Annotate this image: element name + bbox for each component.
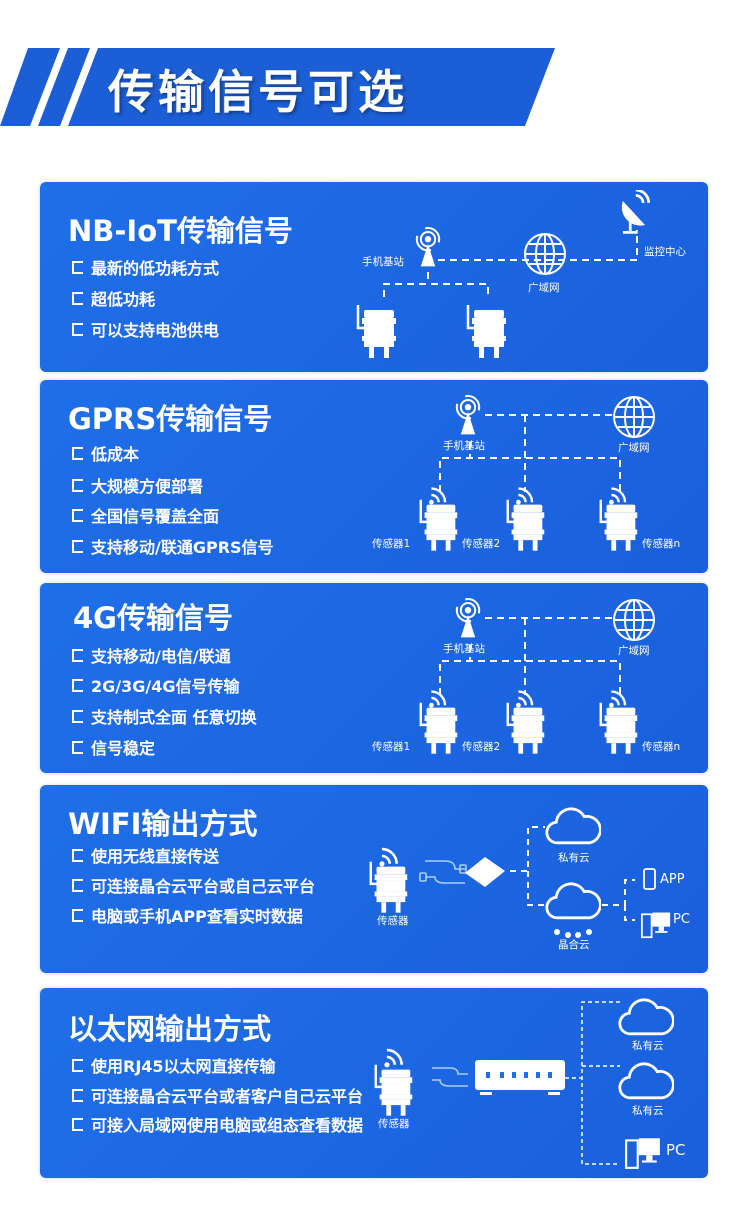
phone-icon <box>643 868 656 890</box>
header-banner <box>0 48 555 126</box>
globe-label: 广域网 <box>618 645 650 657</box>
tower-label: 手机基站 <box>362 256 404 268</box>
card-gprs: GPRS传输信号 低成本 大规模方便部署 全国信号覆盖全面 支持移动/联通GPR… <box>40 380 708 573</box>
feature-item: 信号稳定 <box>72 735 155 759</box>
sensor-label: 传感器 <box>377 915 409 927</box>
card-title: GPRS传输信号 <box>68 402 273 436</box>
sensor-icon <box>466 303 508 360</box>
globe-icon <box>613 396 655 438</box>
wifi-icon <box>427 690 447 709</box>
sensor-label: 传感器1 <box>372 538 411 550</box>
monitor-label: 监控中心 <box>644 246 686 258</box>
card-title: 以太网输出方式 <box>68 1012 272 1046</box>
sensor-icon <box>599 498 639 552</box>
feature-item: 2G/3G/4G信号传输 <box>72 673 240 697</box>
feature-item: 低成本 <box>72 441 139 465</box>
globe-icon <box>613 599 655 641</box>
sensor-label: 传感器n <box>642 538 681 550</box>
feature-item: 支持移动/联通GPRS信号 <box>72 534 274 558</box>
sensor-icon <box>369 860 409 914</box>
network-diagram <box>369 807 672 939</box>
globe-label: 广域网 <box>528 282 560 294</box>
app-label: APP <box>660 872 685 887</box>
feature-item: 全国信号覆盖全面 <box>72 503 219 527</box>
card-4g: 4G传输信号 支持移动/电信/联通 2G/3G/4G信号传输 支持制式全面 任意… <box>40 583 708 773</box>
card-ethernet: 以太网输出方式 使用RJ45以太网直接传输 可连接晶合云平台或者客户自己云平台 … <box>40 988 708 1178</box>
jinghe-cloud-label: 晶合云 <box>558 939 590 951</box>
card-nbiot: NB-IoT传输信号 最新的低功耗方式 超低功耗 可以支持电池供电 手机基站 广… <box>40 182 708 372</box>
plug-icon <box>432 1067 468 1087</box>
cell-tower-icon <box>455 395 481 436</box>
feature-item: 支持移动/电信/联通 <box>72 643 231 667</box>
cloud-icon <box>618 1062 674 1100</box>
pc-label: PC <box>673 912 690 927</box>
ethernet-switch-icon <box>475 1060 565 1095</box>
satellite-icon <box>620 190 651 234</box>
wifi-icon <box>514 487 534 506</box>
feature-item: 可连接晶合云平台或者客户自己云平台 <box>72 1083 363 1107</box>
network-diagram <box>356 190 651 360</box>
network-diagram <box>419 598 655 755</box>
card-title: WIFI输出方式 <box>68 807 258 841</box>
page-title: 传输信号可选 <box>108 65 408 119</box>
wifi-icon <box>378 847 398 868</box>
network-diagram <box>419 395 655 552</box>
sensor-label: 传感器2 <box>462 538 501 550</box>
sensor-icon <box>599 701 639 755</box>
cloud-icon <box>545 882 601 920</box>
wifi-icon <box>383 1048 403 1069</box>
card-title: NB-IoT传输信号 <box>68 214 293 248</box>
card-title: 4G传输信号 <box>73 601 233 635</box>
private-cloud-label: 私有云 <box>632 1040 664 1052</box>
pc-label: PC <box>666 1141 686 1159</box>
cloud-icon <box>618 998 674 1036</box>
cloud-icon <box>545 807 601 845</box>
cell-tower-icon <box>455 598 481 639</box>
sensor-icon <box>419 701 459 755</box>
sensor-label: 传感器2 <box>462 741 501 753</box>
feature-item: 可连接晶合云平台或自己云平台 <box>72 873 315 897</box>
wifi-icon <box>607 487 627 506</box>
sensor-icon <box>356 303 398 360</box>
tower-label: 手机基站 <box>443 643 485 655</box>
private-cloud-label: 私有云 <box>632 1105 664 1117</box>
feature-item: 可以支持电池供电 <box>72 317 219 341</box>
wifi-icon <box>607 690 627 709</box>
cell-tower-icon <box>415 227 441 268</box>
sensor-icon <box>419 498 459 552</box>
globe-icon <box>524 233 566 275</box>
feature-item: 可接入局域网使用电脑或组态查看数据 <box>72 1112 363 1136</box>
sensor-icon <box>374 1063 414 1117</box>
sensor-label: 传感器 <box>378 1118 410 1130</box>
feature-item: 使用无线直接传送 <box>72 843 219 867</box>
sensor-icon <box>506 498 546 552</box>
globe-label: 广域网 <box>618 442 650 454</box>
card-wifi: WIFI输出方式 使用无线直接传送 可连接晶合云平台或自己云平台 电脑或手机AP… <box>40 785 708 973</box>
private-cloud-label: 私有云 <box>558 852 590 864</box>
tower-label: 手机基站 <box>443 440 485 452</box>
sensor-icon <box>506 701 546 755</box>
network-diagram <box>374 998 674 1169</box>
plug-icon <box>419 860 467 884</box>
wifi-icon <box>427 487 447 506</box>
feature-item: 超低功耗 <box>72 286 155 310</box>
feature-item: 大规模方便部署 <box>72 473 203 497</box>
feature-item: 最新的低功耗方式 <box>72 255 219 279</box>
feature-item: 使用RJ45以太网直接传输 <box>72 1053 276 1077</box>
feature-item: 电脑或手机APP查看实时数据 <box>72 903 303 927</box>
sensor-label: 传感器1 <box>372 741 411 753</box>
feature-item: 支持制式全面 任意切换 <box>72 704 257 728</box>
pc-icon <box>625 1137 661 1169</box>
router-icon <box>465 857 505 887</box>
pc-icon <box>640 911 672 939</box>
wifi-icon <box>514 690 534 709</box>
sensor-label: 传感器n <box>642 741 681 753</box>
